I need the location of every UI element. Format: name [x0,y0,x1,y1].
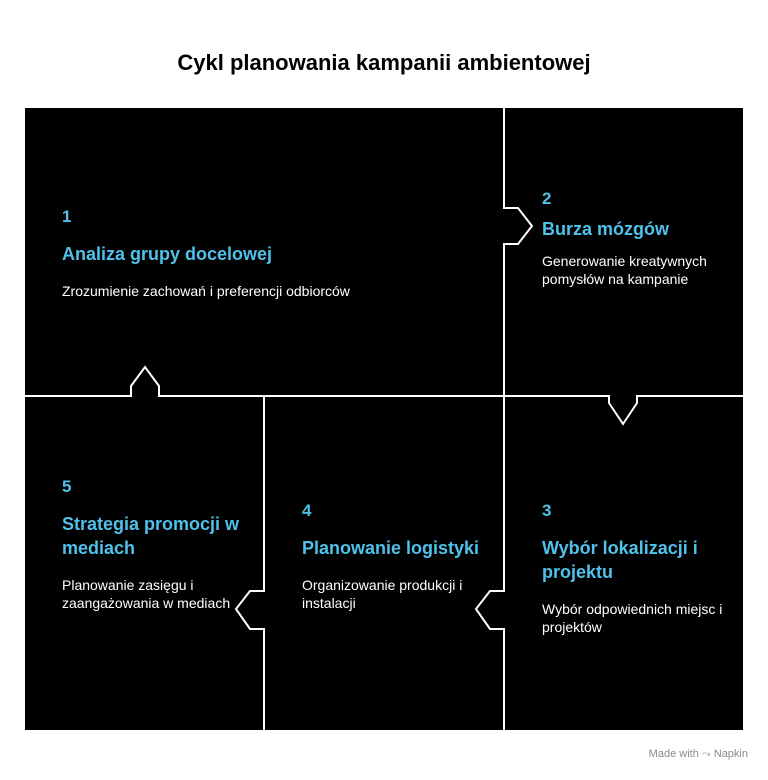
arrow-up-5-to-1 [25,365,743,426]
step-3-panel: 3 Wybór lokalizacji i projektu Wybór odp… [542,501,727,636]
arrow-right-1-to-2 [503,108,534,396]
step-description: Generowanie kreatywnych pomysłów na kamp… [542,253,707,287]
step-1-panel: 1 Analiza grupy docelowej Zrozumienie za… [62,207,472,300]
step-4-panel: 4 Planowanie logistyki Organizowanie pro… [302,501,487,612]
step-number: 5 [62,477,72,496]
step-description: Wybór odpowiednich miejsc i projektów [542,601,723,635]
step-heading: Analiza grupy docelowej [62,244,273,264]
napkin-logo-icon: ⤳ [701,748,711,760]
napkin-brand: Napkin [713,748,748,760]
made-with-label: Made with [648,748,699,760]
step-heading: Planowanie logistyki [302,538,480,558]
step-heading: Strategia promocji w mediach [62,514,240,558]
step-description: Planowanie zasięgu i zaangażowania w med… [62,577,231,611]
step-2-panel: 2 Burza mózgów Generowanie kreatywnych p… [542,189,722,288]
connector-lines [25,108,743,730]
step-heading: Wybór lokalizacji i projektu [542,538,698,582]
step-description: Organizowanie produkcji i instalacji [302,577,463,611]
diagram-title: Cykl planowania kampanii ambientowej [177,50,591,75]
step-number: 1 [62,207,72,226]
step-description: Zrozumienie zachowań i preferencji odbio… [62,283,350,299]
step-number: 4 [302,501,312,520]
step-number: 2 [542,189,552,208]
step-number: 3 [542,501,552,520]
cycle-board: 1 Analiza grupy docelowej Zrozumienie za… [25,108,743,730]
arrow-left-3-to-4 [474,396,505,730]
step-heading: Burza mózgów [542,219,670,239]
step-5-panel: 5 Strategia promocji w mediach Planowani… [62,477,242,612]
made-with-napkin-footer[interactable]: Made with ⤳ Napkin [649,748,748,761]
arrow-left-4-to-5 [234,396,265,730]
